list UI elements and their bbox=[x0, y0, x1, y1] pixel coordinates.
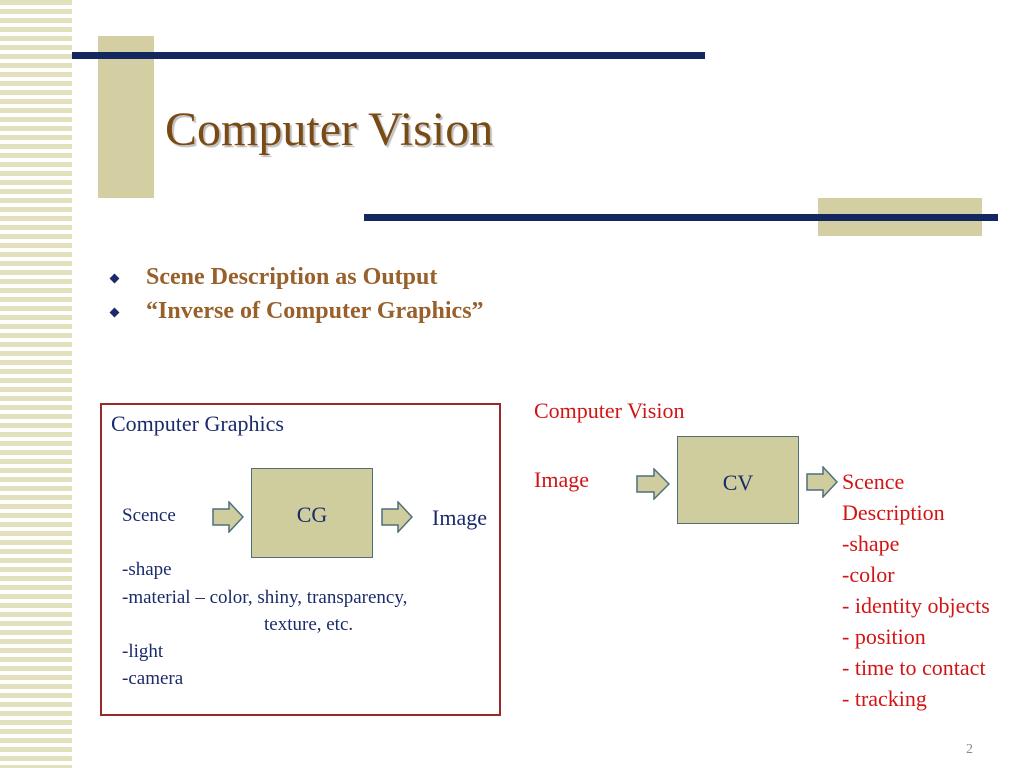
cg-box: CG bbox=[251, 468, 373, 558]
cv-output-item: - identity objects bbox=[842, 593, 990, 618]
cv-input-label: Image bbox=[534, 467, 589, 492]
bullet-item: Scene Description as Output bbox=[108, 264, 484, 298]
cg-input-label: Scence bbox=[122, 505, 176, 526]
cv-box-label: CV bbox=[722, 470, 754, 495]
cg-panel-frame bbox=[100, 403, 501, 716]
cv-output-list: Scence Description -shape -color - ident… bbox=[842, 466, 990, 714]
left-stripe-band bbox=[0, 0, 72, 768]
cv-output-item: - time to contact bbox=[842, 655, 986, 680]
cv-output-item: - tracking bbox=[842, 686, 927, 711]
cv-output-item: Scence bbox=[842, 469, 905, 494]
cg-output-label: Image bbox=[432, 505, 487, 530]
cv-input-arrow-icon bbox=[636, 468, 670, 500]
bullet-list: Scene Description as Output “Inverse of … bbox=[108, 264, 484, 332]
cg-panel-heading: Computer Graphics bbox=[111, 411, 284, 436]
page-number: 2 bbox=[966, 742, 973, 757]
cg-property-item: -light bbox=[122, 641, 164, 662]
slide-title: Computer Vision bbox=[165, 103, 494, 156]
cv-output-item: - position bbox=[842, 624, 926, 649]
bullet-text: Scene Description as Output bbox=[146, 264, 438, 290]
cv-output-item: -shape bbox=[842, 531, 900, 556]
cg-property-item: -shape bbox=[122, 559, 172, 580]
diamond-bullet-icon bbox=[109, 273, 120, 284]
cg-property-item: texture, etc. bbox=[264, 614, 354, 635]
cv-output-item: -color bbox=[842, 562, 895, 587]
bullet-text: “Inverse of Computer Graphics” bbox=[146, 298, 484, 324]
cv-output-arrow-icon bbox=[806, 466, 838, 498]
cg-output-arrow-icon bbox=[381, 501, 413, 533]
cg-box-label: CG bbox=[296, 502, 328, 527]
cv-output-item: Description bbox=[842, 500, 945, 525]
cg-property-item: -material – color, shiny, transparency, bbox=[122, 587, 408, 608]
title-deco-line-top bbox=[72, 52, 705, 59]
title-deco-bar-vertical bbox=[98, 36, 154, 198]
cg-input-arrow-icon bbox=[212, 501, 244, 533]
cv-panel-heading: Computer Vision bbox=[534, 398, 685, 423]
cg-property-item: -camera bbox=[122, 668, 184, 689]
cv-box: CV bbox=[677, 436, 799, 524]
diamond-bullet-icon bbox=[109, 307, 120, 318]
bullet-item: “Inverse of Computer Graphics” bbox=[108, 298, 484, 332]
title-deco-line-bottom bbox=[364, 214, 998, 221]
